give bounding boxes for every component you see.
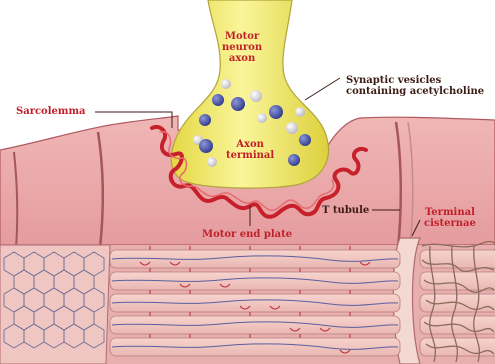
t-tubule-label: T tubule [322, 205, 369, 216]
terminal-cisternae-label-line1: Terminal [424, 207, 476, 218]
synaptic-vesicle [250, 90, 262, 102]
motor-neuron-axon-label: Motor neuron axon [222, 31, 262, 64]
motor-neuron-axon-label-line2: neuron [222, 42, 262, 53]
motor-neuron-axon-label-line1: Motor [222, 31, 262, 42]
synaptic-vesicle [269, 105, 283, 119]
synaptic-vesicle [221, 79, 231, 89]
synaptic-vesicle [212, 94, 224, 106]
synaptic-vesicle [199, 114, 211, 126]
terminal-cisternae-label-line2: cisternae [424, 218, 476, 229]
synaptic-vesicles-label: Synaptic vesicles containing acetylcholi… [346, 75, 484, 97]
synaptic-vesicles-label-line1: Synaptic vesicles [346, 75, 484, 86]
synaptic-vesicle [231, 97, 245, 111]
motor-end-plate-label: Motor end plate [202, 229, 292, 240]
synaptic-vesicle [199, 139, 213, 153]
axon-terminal-label-line1: Axon [226, 139, 274, 150]
synaptic-vesicle [207, 157, 217, 167]
synaptic-vesicle [295, 107, 305, 117]
motor-neuron-axon-label-line3: axon [222, 53, 262, 64]
sarcolemma-label: Sarcolemma [16, 106, 86, 117]
synaptic-vesicle [299, 134, 311, 146]
synaptic-vesicles-label-line2: containing acetylcholine [346, 86, 484, 97]
axon-terminal-label: Axon terminal [226, 139, 274, 161]
axon-terminal-label-line2: terminal [226, 150, 274, 161]
synaptic-vesicle [286, 122, 298, 134]
terminal-cisternae-label: Terminal cisternae [424, 207, 476, 229]
synaptic-vesicle [257, 113, 267, 123]
synaptic-vesicle [288, 154, 300, 166]
leader-line-vesicles [305, 78, 340, 100]
